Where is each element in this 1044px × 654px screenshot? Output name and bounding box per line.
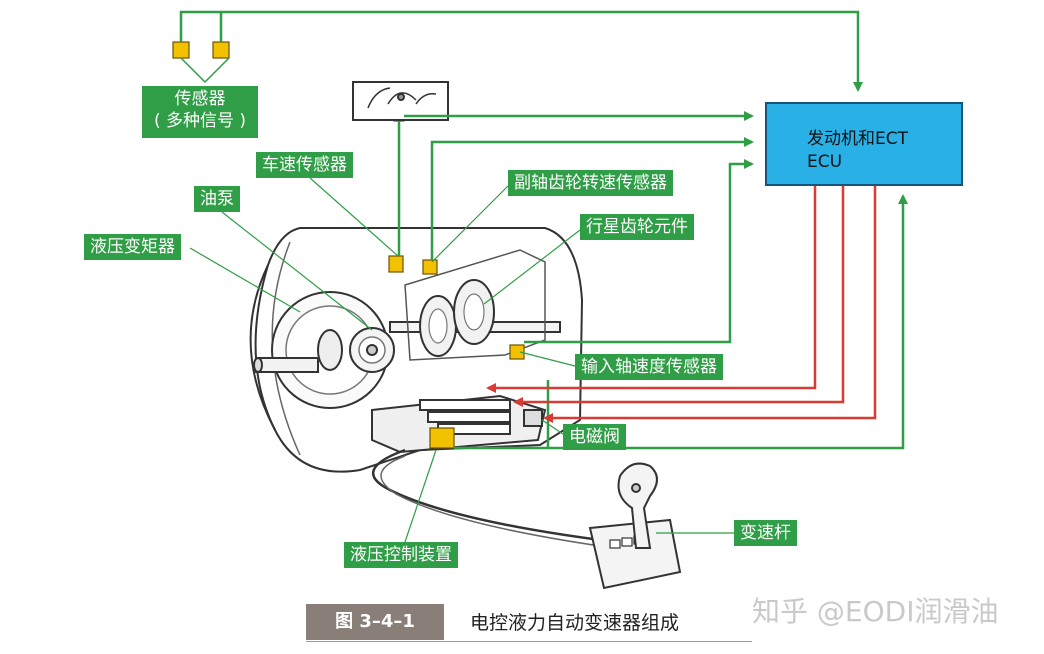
sensors-label-title: 传感器 (174, 89, 226, 109)
vehicle-speed-sensor-part (388, 255, 404, 273)
label-torque-converter: 液压变矩器 (84, 234, 181, 260)
label-input-shaft-sensor: 输入轴速度传感器 (575, 354, 723, 380)
label-hydraulic-control: 液压控制装置 (344, 542, 458, 568)
ecu-line1: 发动机和ECT (807, 129, 908, 149)
label-planetary-gear: 行星齿轮元件 (580, 214, 694, 240)
speedometer (352, 81, 449, 121)
sensor-components (172, 41, 525, 449)
transmission-drawing (249, 227, 682, 590)
figure-number: 图 3–4–1 (306, 604, 444, 640)
label-shift-lever: 变速杆 (734, 520, 797, 546)
label-oil-pump: 油泵 (194, 186, 240, 212)
sensor-block-1 (172, 41, 190, 59)
sensors-label-sub: ( 多种信号 ) (153, 111, 247, 131)
label-counter-gear-sensor: 副轴齿轮转速传感器 (508, 170, 673, 196)
counter-gear-sensor-part (422, 259, 438, 275)
input-shaft (255, 357, 319, 373)
hydraulic-control-part (429, 427, 455, 449)
ecu-line2: ECU (807, 152, 843, 172)
output-signal-lines (486, 184, 877, 423)
sensor-block-2 (212, 41, 230, 59)
label-vehicle-speed-sensor: 车速传感器 (256, 152, 353, 178)
solenoid (523, 409, 543, 427)
caption-rule (306, 641, 752, 642)
ecu-box: 发动机和ECT ECU (765, 102, 963, 186)
sensors-label: 传感器 ( 多种信号 ) (142, 86, 258, 138)
shift-cable (371, 448, 601, 542)
figure-title: 电控液力自动变速器组成 (470, 612, 680, 634)
leader-lines (189, 177, 734, 543)
label-solenoid-valve: 电磁阀 (563, 424, 626, 450)
shift-knob (617, 462, 658, 549)
input-shaft-sensor-part (509, 344, 525, 360)
watermark: 知乎 @EODI润滑油 (752, 595, 999, 628)
